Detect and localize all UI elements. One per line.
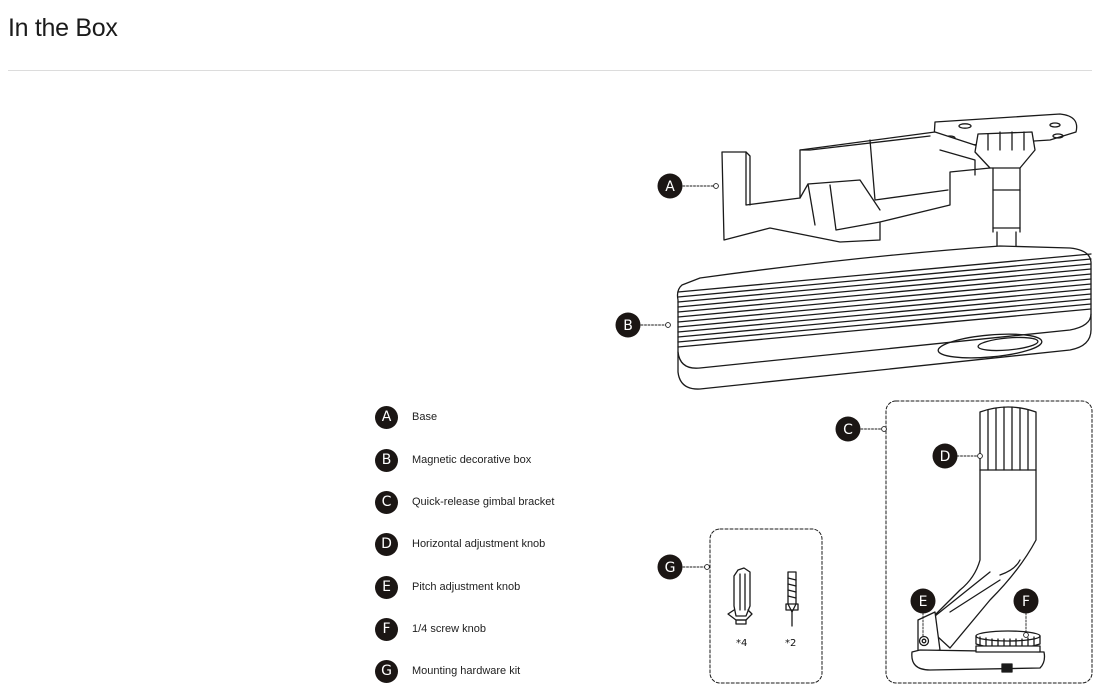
callout-g-letter: G — [665, 560, 676, 576]
legend-label-a: Base — [412, 411, 438, 423]
title-divider — [8, 70, 1092, 71]
gimbal-bracket-frame — [885, 400, 1093, 684]
legend-item-b: B Magnetic decorative box — [375, 448, 531, 472]
legend-badge-f: F — [375, 617, 398, 641]
hardware-kit-frame — [709, 528, 823, 684]
screw-quantity: *2 — [785, 638, 796, 649]
legend-badge-c: C — [375, 490, 398, 514]
legend-item-a: A Base — [375, 405, 437, 429]
legend-label-d: Horizontal adjustment knob — [412, 538, 546, 550]
legend-badge-g: G — [375, 659, 398, 683]
callout-a: A — [657, 173, 683, 199]
callout-c-letter: C — [843, 422, 853, 438]
callout-e-letter: E — [919, 594, 928, 610]
callout-b-letter: B — [623, 318, 633, 334]
page-title: In the Box — [8, 14, 118, 42]
decorative-box-illustration — [676, 245, 1092, 390]
legend-badge-b: B — [375, 448, 398, 472]
callout-f-letter: F — [1022, 594, 1030, 610]
legend-badge-d: D — [375, 532, 398, 556]
legend-item-f: F 1/4 screw knob — [375, 617, 486, 641]
hardware-kit-illustration — [727, 567, 799, 627]
callout-g: G — [657, 554, 683, 580]
legend-item-c: C Quick-release gimbal bracket — [375, 490, 554, 514]
callout-d-letter: D — [940, 449, 951, 465]
callout-c: C — [835, 416, 861, 442]
legend-item-d: D Horizontal adjustment knob — [375, 532, 545, 556]
legend-label-c: Quick-release gimbal bracket — [412, 496, 555, 508]
callout-e: E — [910, 588, 936, 614]
callout-f: F — [1013, 588, 1039, 614]
legend-label-f: 1/4 screw knob — [412, 623, 486, 635]
callout-b: B — [615, 312, 641, 338]
legend-item-g: G Mounting hardware kit — [375, 659, 520, 683]
gimbal-bracket-illustration — [911, 406, 1046, 673]
legend-badge-a: A — [375, 405, 398, 429]
callout-a-letter: A — [665, 179, 675, 195]
legend-item-e: E Pitch adjustment knob — [375, 575, 520, 599]
legend-label-b: Magnetic decorative box — [412, 454, 532, 466]
legend-label-e: Pitch adjustment knob — [412, 581, 521, 593]
legend-badge-e: E — [375, 575, 398, 599]
legend-label-g: Mounting hardware kit — [412, 665, 521, 677]
callout-d: D — [932, 443, 958, 469]
base-mount-illustration — [721, 113, 1078, 249]
anchor-quantity: *4 — [736, 638, 747, 649]
